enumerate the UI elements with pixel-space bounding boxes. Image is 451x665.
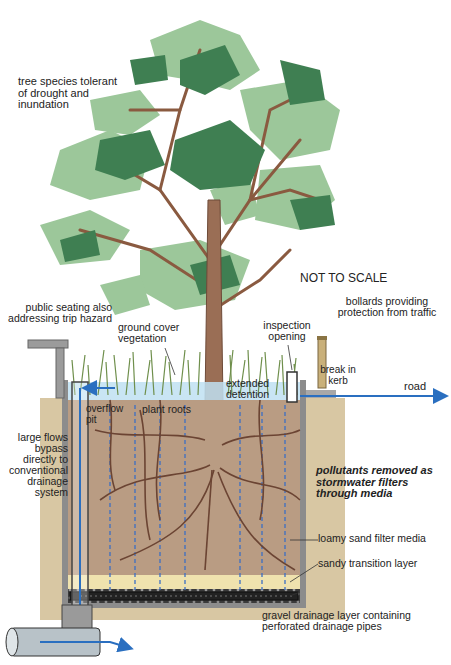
ground-cover [162,350,200,395]
bollard [317,336,327,388]
callout-label: large flows bypass directly to conventio… [2,432,68,498]
pit-walls [62,603,306,608]
callout-label: plant roots [142,404,222,415]
plant-roots [205,470,212,570]
tree-canopy [60,230,100,262]
callout-label: pollutants removed as stormwater filters… [316,465,446,500]
leader-line [290,564,318,582]
tree-canopy [280,60,325,105]
filter-flow [284,405,285,590]
plant-roots [156,400,161,520]
pit-layers [68,382,300,603]
public-seating [56,348,64,398]
tree-canopy [290,195,335,230]
tree-canopy [170,120,265,190]
stormwater-pipe [40,642,130,648]
callout-label: tree species tolerant of drought and inu… [18,76,123,111]
public-seating [28,340,68,398]
callout-label: NOT TO SCALE [300,272,430,285]
ground [300,398,345,613]
plant-roots [100,465,210,500]
callout-label: gravel drainage layer containing perfora… [262,610,450,632]
tree-canopy [40,210,130,265]
tree-branches [80,50,320,340]
pit-walls [62,380,306,608]
tree-branches [80,230,212,290]
callout-label: break in kerb [318,365,358,386]
plant-roots [218,472,295,570]
pit-layers [68,589,300,603]
public-seating [28,340,68,348]
callout-label: ground cover vegetation [118,322,210,344]
filter-flow [110,405,285,590]
pit-layers [68,575,300,589]
tree-canopy [90,90,160,135]
tree-canopy [95,130,165,180]
filter-flow [239,405,240,590]
callout-label: sandy transition layer [318,558,448,569]
plant-roots [120,470,214,560]
ground [40,398,65,613]
stormwater-pipe [6,628,130,656]
tree-canopy [180,45,240,95]
callout-label: extended detention [226,378,298,400]
leader-line [165,348,175,375]
callout-label: bollards providing protection from traff… [328,296,446,318]
filter-flow [184,405,185,590]
bollard [318,338,326,388]
leader-line [290,592,300,596]
stormwater-pipe [6,628,18,656]
overflow-pit [79,388,81,620]
tree-canopy [255,165,335,230]
filter-flow [134,405,135,590]
tree-branches [130,109,180,112]
callout-label: loamy sand filter media [318,533,448,544]
leader-line [288,345,292,370]
overflow-pit [85,387,115,389]
drainage-pipe [80,596,295,597]
pit-layers [68,400,300,575]
leader-line [290,540,318,541]
drainage-pipe [70,592,298,600]
inspection-opening [287,372,297,402]
plant-roots [140,410,150,540]
plant-roots [259,400,264,520]
plant-roots [220,468,300,500]
callout-label: inspection opening [256,320,318,342]
ground-cover [114,350,154,395]
callout-label: overflow pit [86,404,126,425]
overflow-pit [62,605,92,630]
tree-canopy [130,55,168,85]
stormwater-flow [300,395,445,397]
tree-canopy [40,20,340,315]
callout-label: road [404,381,444,393]
plant-roots [95,400,300,570]
bollard [317,336,327,340]
tree-canopy [140,240,250,310]
leader-line [165,345,318,596]
callout-label: public seating also addressing trip haza… [4,302,112,324]
drainage-pipe [70,592,298,600]
